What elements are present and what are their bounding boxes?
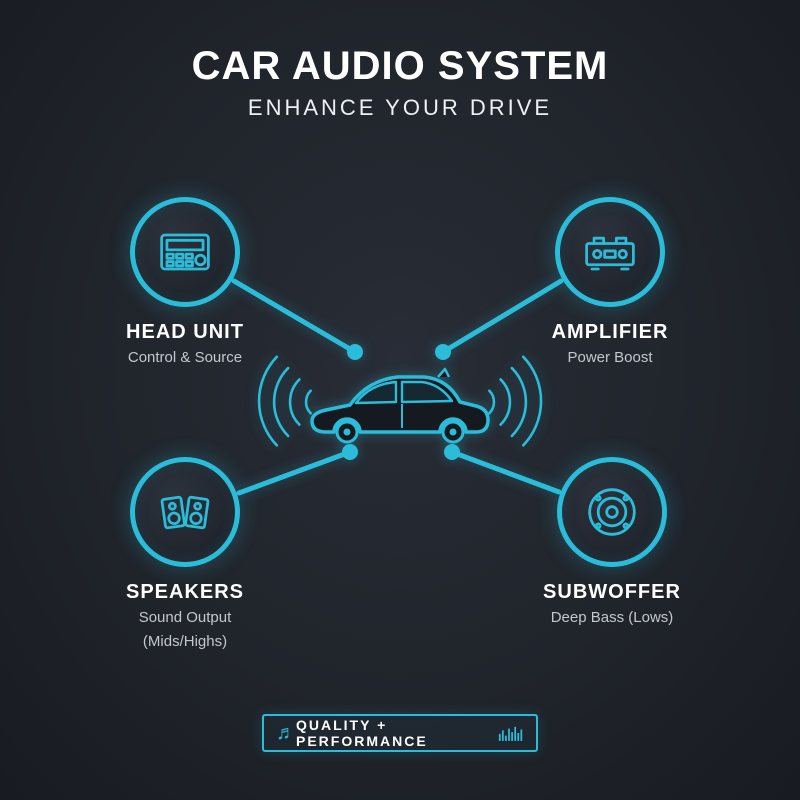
- speakers-circle: [130, 457, 240, 567]
- music-note-icon: ♬: [276, 722, 296, 744]
- car-outline-icon: [310, 367, 490, 444]
- component-speakers: SPEAKERS Sound Output (Mids/Highs): [75, 457, 295, 652]
- equalizer-icon: [498, 726, 522, 741]
- connector-dots: [342, 344, 460, 460]
- amplifier-icon: [585, 236, 635, 271]
- subwoofer-circle: [557, 457, 667, 567]
- page-title: CAR AUDIO SYSTEM: [191, 44, 609, 88]
- component-head-unit: HEAD UNIT Control & Source: [75, 197, 295, 372]
- component-subwoofer: SUBWOFFER Deep Bass (Lows): [502, 457, 722, 632]
- head-unit-circle: [130, 197, 240, 307]
- amplifier-circle: [555, 197, 665, 307]
- component-sublabel: Sound Output: [138, 609, 232, 626]
- component-label: SPEAKERS: [125, 581, 245, 603]
- header: CAR AUDIO SYSTEM ENHANCE YOUR DRIVE: [0, 44, 800, 121]
- footer-label: QUALITY + PERFORMANCE: [296, 717, 428, 749]
- footer-badge: ♬ QUALITY + PERFORMANCE: [262, 714, 538, 752]
- head-unit-icon: [160, 233, 210, 271]
- subwoofer-icon: [588, 488, 636, 536]
- component-amplifier: AMPLIFIER Power Boost: [500, 197, 720, 372]
- component-label: AMPLIFIER: [551, 321, 669, 343]
- component-sublabel: Deep Bass (Lows): [550, 609, 674, 626]
- page-subtitle: ENHANCE YOUR DRIVE: [247, 95, 553, 120]
- component-sublabel: Control & Source: [127, 349, 243, 366]
- component-label: SUBWOFFER: [543, 581, 681, 603]
- component-sublabel-2: (Mids/Highs): [142, 633, 228, 650]
- component-label: HEAD UNIT: [126, 321, 244, 343]
- speakers-icon: [160, 495, 210, 530]
- component-sublabel: Power Boost: [567, 349, 653, 366]
